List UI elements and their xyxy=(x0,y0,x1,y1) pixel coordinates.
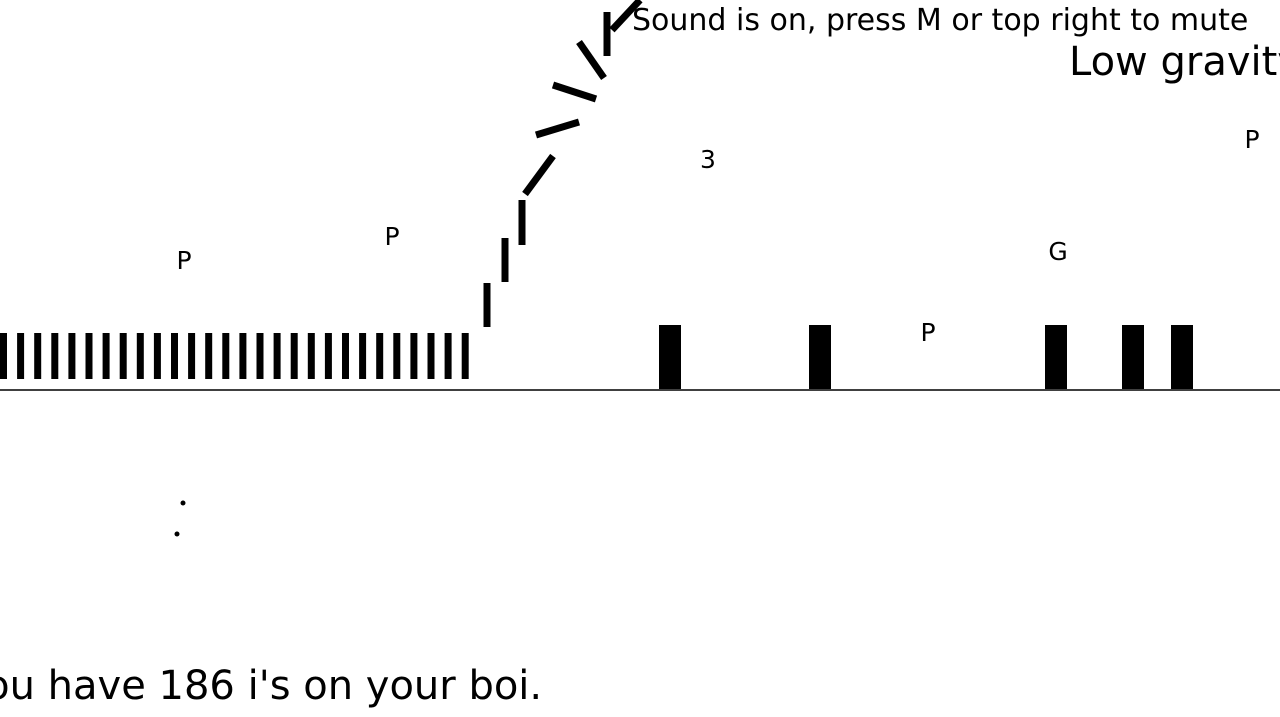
i-stem xyxy=(102,333,110,379)
pickup-number: 3 xyxy=(700,145,716,174)
i-stem xyxy=(136,333,144,379)
obstacles xyxy=(659,325,1193,389)
obstacle-block xyxy=(1122,325,1144,389)
pickup-gravity: G xyxy=(1048,237,1068,266)
i-stem xyxy=(153,333,161,379)
sound-hint[interactable]: Sound is on, press M or top right to mut… xyxy=(632,3,1249,38)
obstacle-block xyxy=(659,325,681,389)
i-stem xyxy=(410,333,418,379)
i-stem xyxy=(85,333,93,379)
i-stem xyxy=(0,333,7,379)
i-stem xyxy=(256,333,264,379)
status-message: You have 186 i's on your boi. xyxy=(0,663,543,709)
i-stem xyxy=(461,333,469,379)
i-stem xyxy=(307,333,315,379)
i-stem xyxy=(290,333,298,379)
i-stem xyxy=(68,333,76,379)
obstacle-block xyxy=(1171,325,1193,389)
pickup-powerup: P xyxy=(176,246,192,275)
i-stem xyxy=(342,333,349,379)
pickup-powerup: P xyxy=(920,318,936,347)
i-stem xyxy=(119,333,127,379)
i-stem xyxy=(171,333,178,379)
flung-segments xyxy=(483,0,643,327)
i-stem xyxy=(51,333,59,379)
i-chain xyxy=(0,333,469,379)
flying-i-segment xyxy=(609,0,643,33)
i-stem xyxy=(205,333,213,379)
i-dots xyxy=(174,500,186,537)
i-stem xyxy=(376,333,384,379)
i-dot xyxy=(174,531,180,537)
flying-i-segment xyxy=(534,118,581,139)
i-stem xyxy=(17,333,25,379)
i-dot xyxy=(180,500,186,506)
i-stem xyxy=(188,333,196,379)
i-stem xyxy=(273,333,281,379)
pickup-powerup: P xyxy=(384,222,400,251)
i-stem xyxy=(239,333,247,379)
i-stem xyxy=(359,333,367,379)
flying-i-segment xyxy=(522,153,556,197)
i-stem xyxy=(222,333,230,379)
i-stem xyxy=(427,333,435,379)
gravity-mode-label: Low gravity xyxy=(1069,39,1280,85)
i-stem xyxy=(34,333,42,379)
i-stem xyxy=(444,333,452,379)
flying-i-segment xyxy=(551,81,598,103)
i-stem xyxy=(324,333,332,379)
i-stem xyxy=(393,333,401,379)
pickup-powerup: P xyxy=(1244,125,1260,154)
obstacle-block xyxy=(1045,325,1067,389)
obstacle-block xyxy=(809,325,831,389)
flying-i-segment xyxy=(576,40,607,80)
